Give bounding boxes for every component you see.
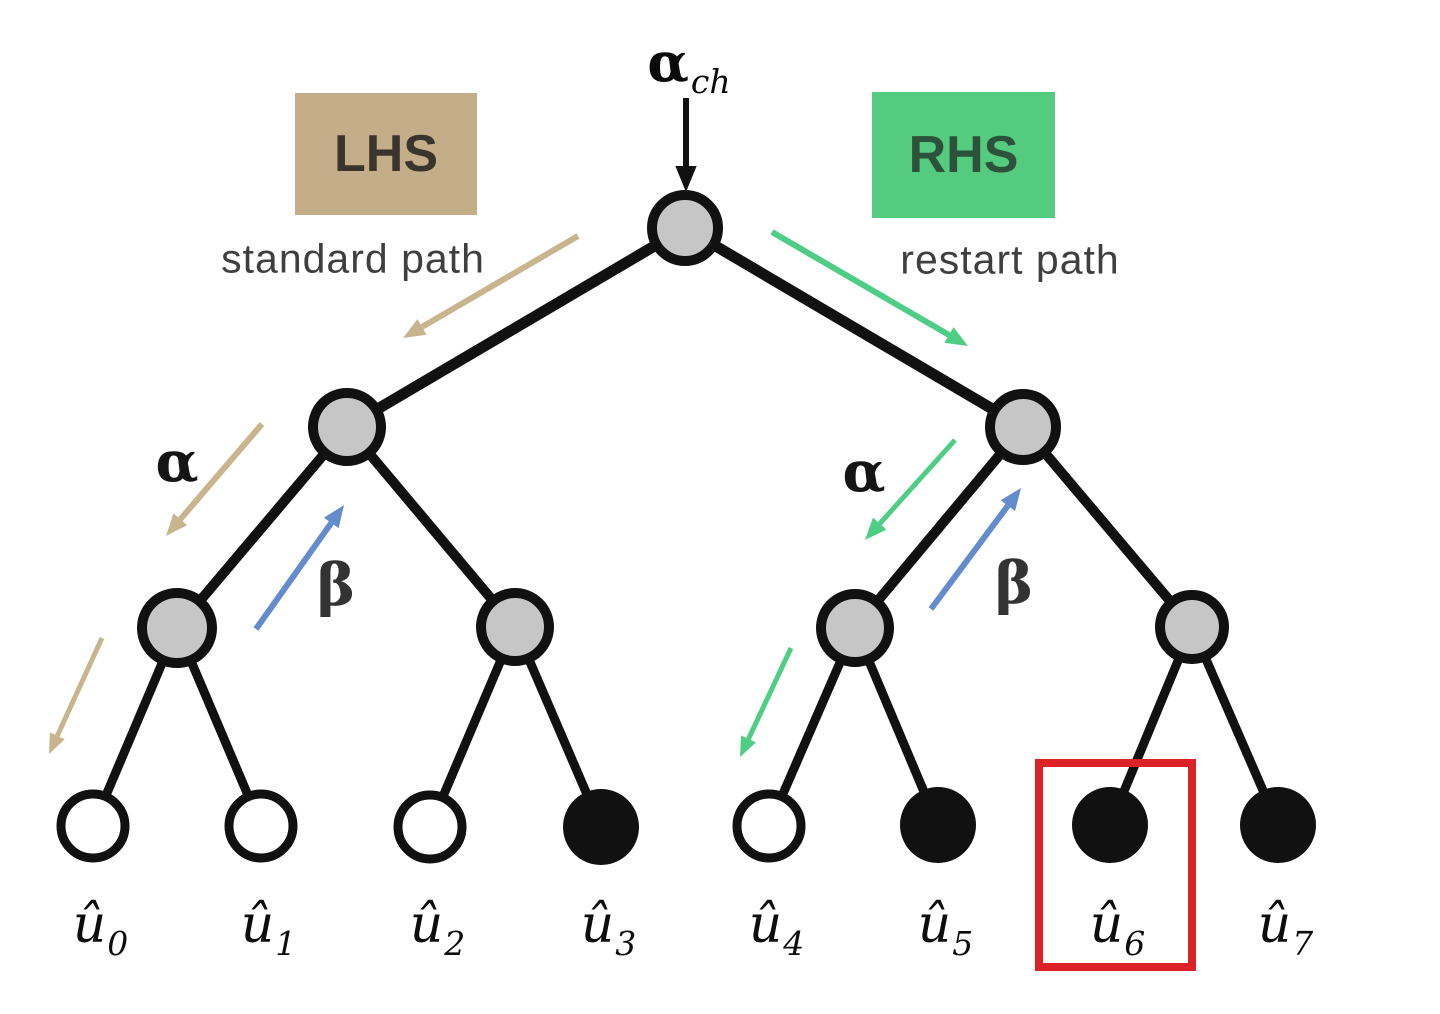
leaf-label-subscript: 3 [615, 924, 637, 963]
tree-node-n-rl [816, 589, 894, 667]
leaf-label-base: û [917, 895, 952, 955]
tree-node-n-rr [1155, 590, 1229, 664]
lhs-caption: standard path [221, 235, 485, 282]
leaf-label-u4: û4 [749, 899, 805, 960]
channel-arrow-head [675, 166, 697, 192]
leaf-label-subscript: 0 [107, 924, 129, 963]
tree-edge-n-r-n-rr [1019, 423, 1196, 631]
rhs-legend-box: RHS [872, 92, 1055, 218]
leaf-label-base: û [580, 895, 615, 955]
standard-path-3-arrow-head [49, 732, 65, 754]
tree-node-n-lr [476, 588, 554, 666]
beta-left-arrow-head [323, 505, 344, 529]
leaf-label-u7: û7 [1258, 899, 1314, 960]
rhs-beta-label: β [994, 549, 1034, 617]
leaf-node-u5-decided [900, 787, 976, 863]
leaf-label-u3: û3 [581, 899, 637, 960]
leaf-node-u0-undecided [56, 789, 130, 863]
standard-path-2-arrow-head [166, 513, 188, 536]
leaf-label-u1: û1 [241, 899, 297, 960]
standard-path-2-arrow-shaft [178, 422, 265, 522]
tree-edge-root-n-l [344, 223, 688, 432]
standard-path-1-arrow-head [403, 319, 427, 338]
tree-edge-root-n-r [682, 223, 1026, 432]
leaf-node-u6-decided [1072, 787, 1148, 863]
channel-llr-label: αch [647, 30, 730, 101]
lhs-beta-label: β [316, 551, 356, 619]
leaf-label-base: û [240, 895, 275, 955]
leaf-label-u6: û6 [1090, 899, 1146, 960]
beta-left-arrow-shaft [253, 521, 334, 631]
restart-path-1-arrow-head [944, 327, 968, 346]
leaf-node-u7-decided [1240, 787, 1316, 863]
lhs-alpha-label: α [155, 429, 199, 495]
lhs-legend-title: LHS [334, 125, 438, 183]
beta-right-arrow-head [1000, 488, 1021, 512]
leaf-label-subscript: 4 [783, 924, 805, 963]
leaf-node-u2-undecided [393, 790, 467, 864]
tree-edge-n-l-n-ll [173, 423, 351, 632]
restart-path-1-arrow-shaft [770, 229, 951, 338]
alpha-subscript: ch [690, 62, 731, 101]
restart-path-2-arrow-shaft [877, 438, 957, 526]
leaf-label-base: û [409, 895, 444, 955]
leaf-label-subscript: 5 [952, 924, 974, 963]
rhs-caption: restart path [900, 236, 1120, 283]
alpha-symbol: α [647, 30, 689, 94]
leaf-node-u1-undecided [224, 789, 298, 863]
leaf-label-base: û [748, 895, 783, 955]
highlight-box-u6 [1035, 759, 1196, 971]
tree-edge-n-l-n-lr [343, 423, 519, 631]
tree-node-root [647, 190, 723, 266]
leaf-label-base: û [1089, 895, 1124, 955]
leaf-label-subscript: 2 [444, 924, 466, 963]
leaf-label-base: û [72, 895, 107, 955]
lhs-legend-box: LHS [295, 93, 477, 215]
tree-node-n-ll [137, 588, 217, 668]
rhs-alpha-label: α [842, 439, 886, 505]
tree-node-n-l [308, 388, 386, 466]
leaf-label-subscript: 1 [275, 924, 297, 963]
rhs-legend-title: RHS [908, 126, 1019, 184]
tree-node-n-r [985, 389, 1061, 465]
leaf-label-u2: û2 [410, 899, 466, 960]
beta-right-arrow-shaft [928, 503, 1011, 611]
leaf-label-u5: û5 [918, 899, 974, 960]
restart-path-3-arrow-shaft [746, 646, 794, 740]
leaf-node-u4-undecided [732, 789, 806, 863]
standard-path-1-arrow-shaft [420, 233, 580, 330]
leaf-label-base: û [1257, 895, 1292, 955]
tree-edge-n-r-n-rl [851, 423, 1027, 632]
restart-path-3-arrow-head [740, 735, 756, 757]
leaf-node-u3-decided [563, 789, 639, 865]
leaf-label-subscript: 6 [1124, 924, 1146, 963]
leaf-label-subscript: 7 [1292, 924, 1314, 963]
standard-path-3-arrow-shaft [55, 636, 105, 737]
restart-path-2-arrow-head [865, 517, 887, 540]
leaf-label-u0: û0 [73, 899, 129, 960]
